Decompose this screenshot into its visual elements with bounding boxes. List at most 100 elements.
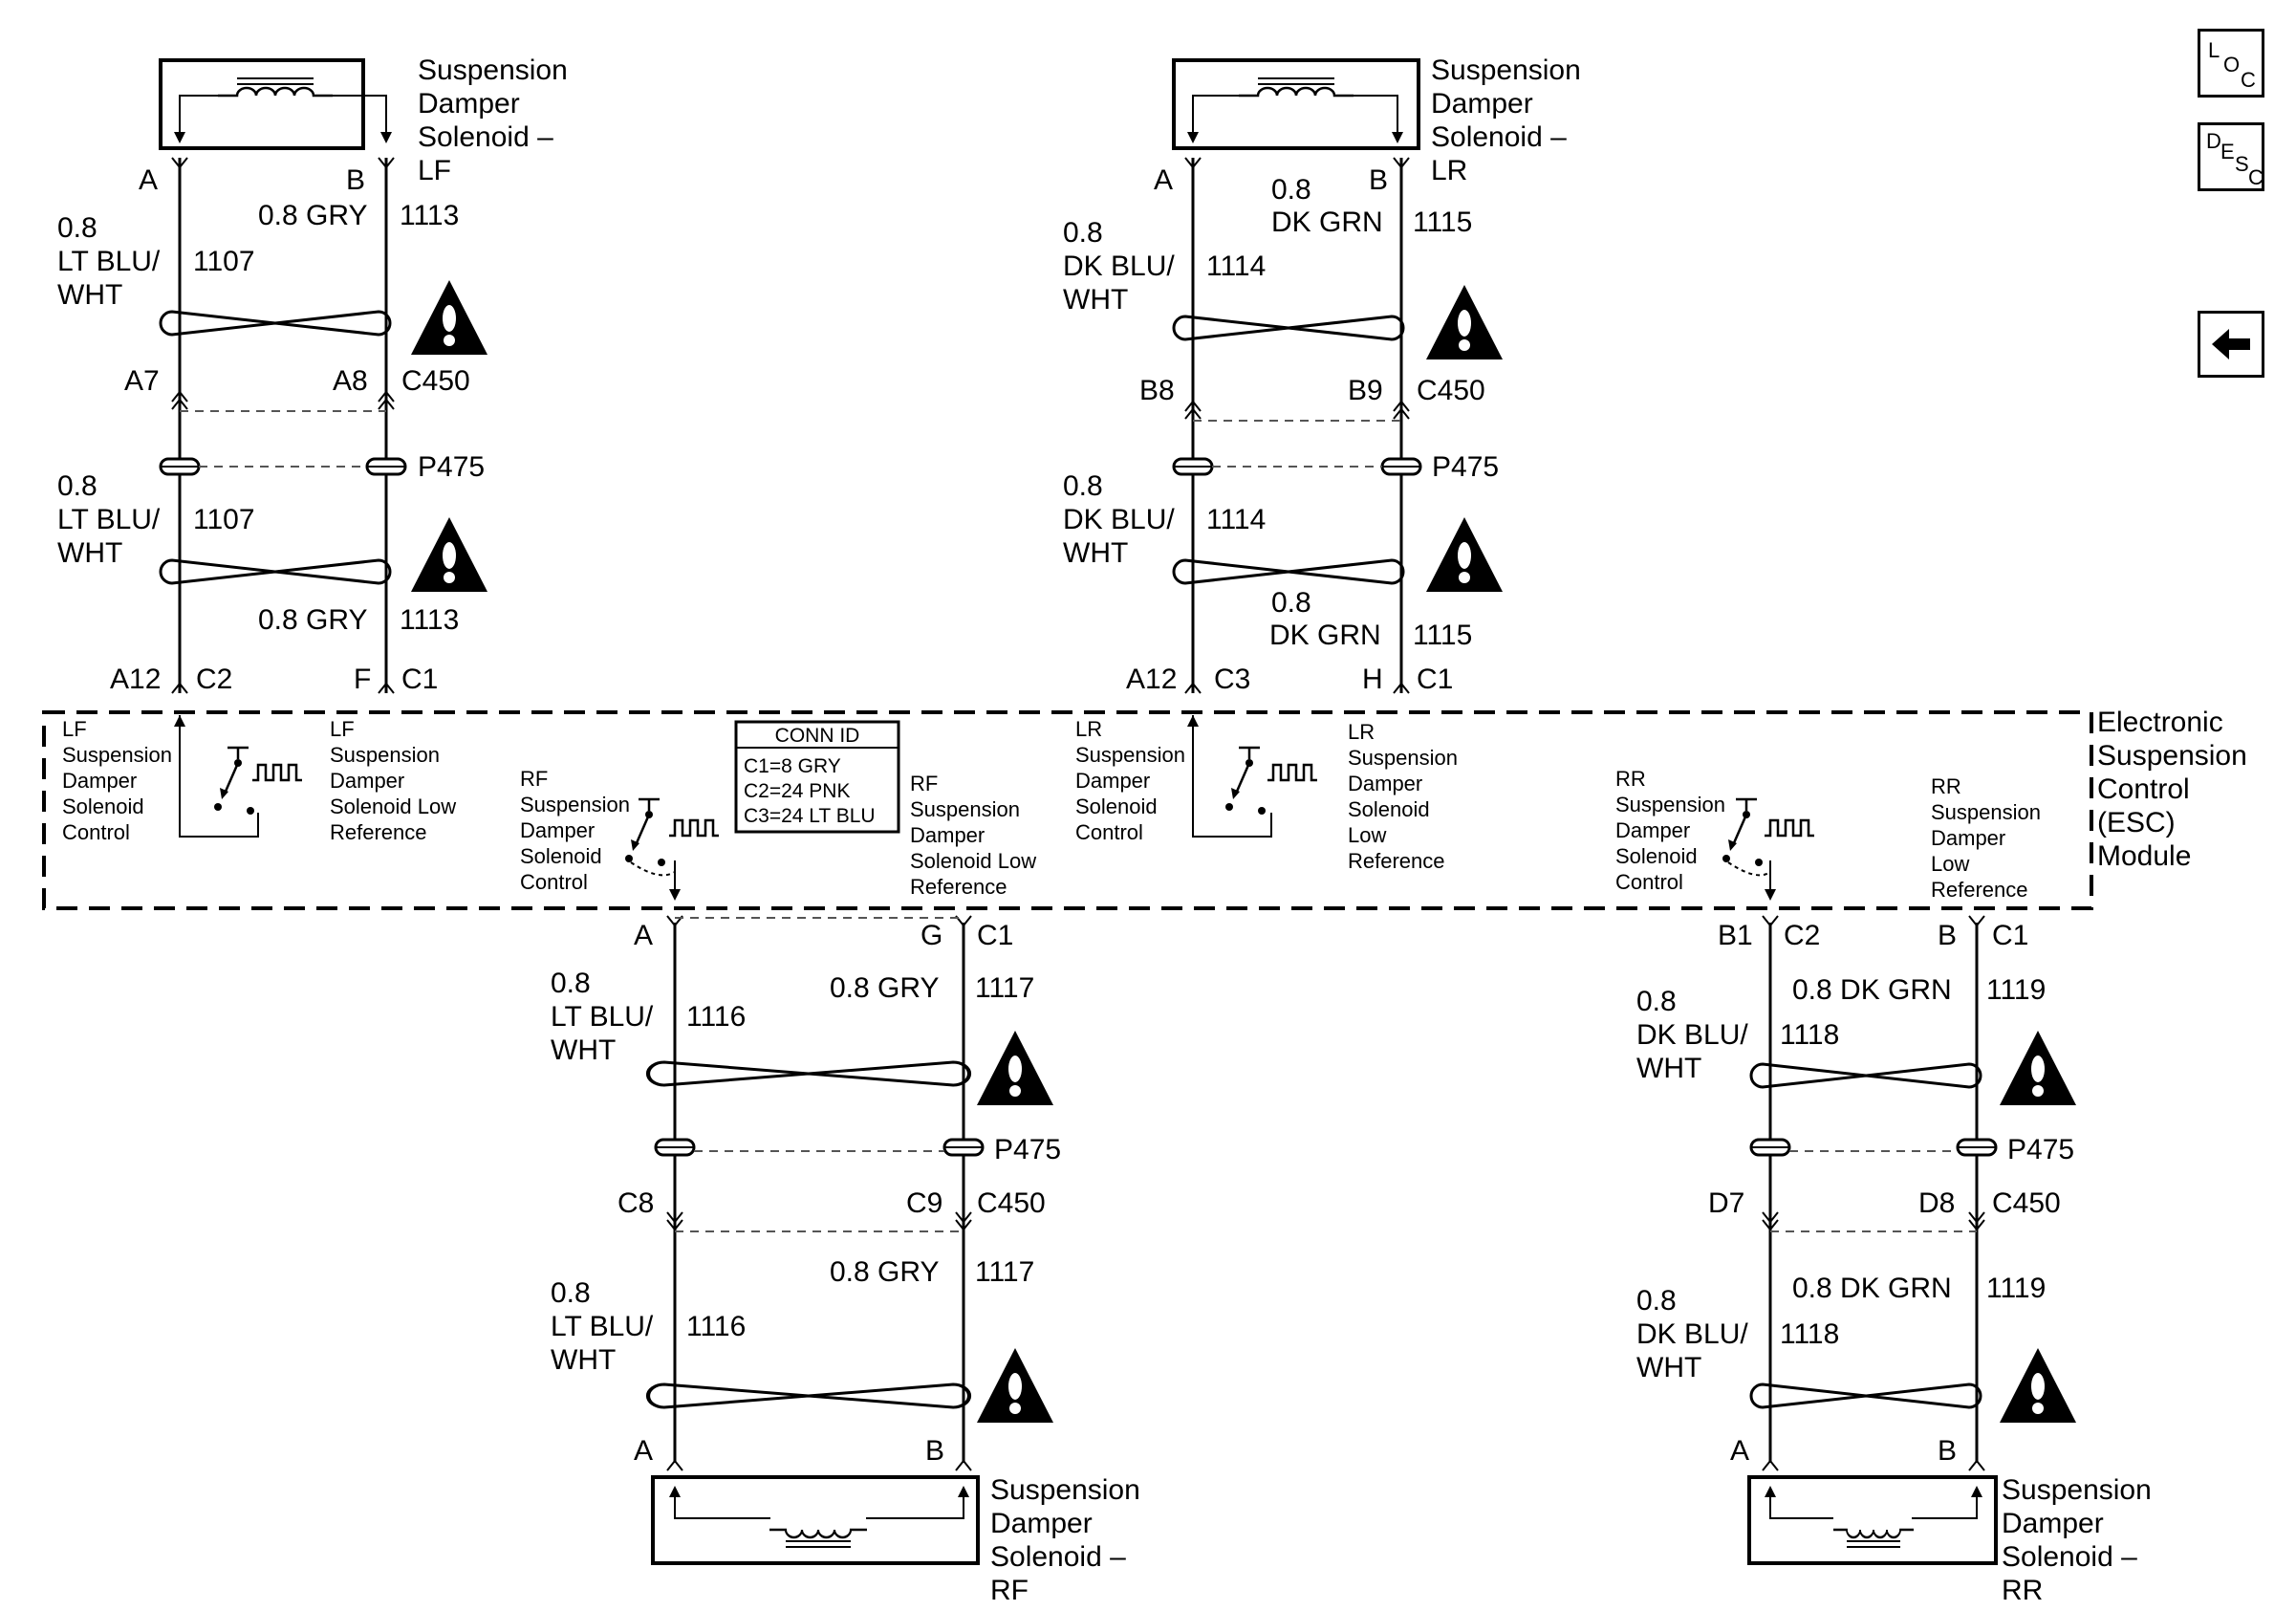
diagram-label: B <box>925 1435 944 1467</box>
diagram-label: 1116 <box>686 1001 746 1033</box>
lf-control-label: LF Suspension Damper Solenoid Control <box>62 717 178 844</box>
diagram-label: 0.8 <box>1063 470 1103 502</box>
diagram-label: Control <box>520 870 588 894</box>
diagram-label: Suspension <box>910 797 1020 821</box>
diagram-label: B1 <box>1718 920 1753 951</box>
diagram-label: Solenoid <box>1615 844 1698 868</box>
diagram-label: B9 <box>1348 375 1383 406</box>
diagram-label: C3 <box>1214 664 1250 695</box>
lf-circuit: Suspension Damper Solenoid – LF A B 0.8 … <box>57 54 568 695</box>
diagram-label: 1119 <box>1986 974 2046 1006</box>
diagram-label: DK BLU/ <box>1063 250 1175 282</box>
diagram-label: RR <box>1615 767 1646 791</box>
conn-id-box: CONN ID C1=8 GRY C2=24 PNK C3=24 LT BLU <box>734 720 900 834</box>
loc-button[interactable]: L O C <box>2198 29 2264 98</box>
diagram-label: 1118 <box>1780 1019 1839 1051</box>
diagram-label: LF <box>330 717 355 741</box>
diagram-label: 1113 <box>400 604 459 636</box>
pwm-pulse-icon <box>250 763 304 782</box>
loc-c: C <box>2241 68 2256 92</box>
diagram-label: Control <box>62 820 130 844</box>
diagram-label: DK GRN <box>1269 620 1381 651</box>
diagram-label: Suspension <box>1348 746 1458 770</box>
diagram-label: C450 <box>401 365 470 397</box>
diagram-label: G <box>921 920 942 951</box>
diagram-label: C450 <box>1992 1187 2061 1219</box>
loc-l: L <box>2208 38 2220 62</box>
diagram-label: 0.8 GRY <box>830 972 940 1004</box>
diagram-label: LR <box>1348 720 1375 744</box>
diagram-label: D7 <box>1708 1187 1744 1219</box>
diagram-label: B <box>1369 164 1388 196</box>
twisted-pair-icon <box>1749 1382 1982 1409</box>
diagram-label: A <box>1730 1435 1749 1467</box>
lf-solenoid-box <box>159 58 365 150</box>
back-button[interactable] <box>2198 311 2264 378</box>
warning-triangle-icon <box>1426 285 1503 359</box>
diagram-label: LT BLU/ <box>551 1311 654 1342</box>
diagram-label: Reference <box>910 875 1007 899</box>
diagram-label: B <box>1938 920 1957 951</box>
twisted-pair-icon <box>648 1062 969 1085</box>
desc-e: E <box>2220 140 2235 163</box>
diagram-label: A <box>1154 164 1173 196</box>
diagram-label: Control <box>2097 773 2190 805</box>
diagram-label: Solenoid – <box>1431 121 1567 153</box>
desc-button[interactable]: D E S C <box>2198 122 2264 191</box>
rf-low-label: RF Suspension Damper Solenoid Low Refere… <box>910 772 1042 899</box>
diagram-label: 1116 <box>686 1311 746 1342</box>
esc-module-outline <box>42 710 2093 910</box>
diagram-label: A <box>139 164 158 196</box>
diagram-label: WHT <box>1063 537 1128 569</box>
left-arrow-icon <box>2212 329 2250 359</box>
warning-triangle-icon <box>411 517 487 592</box>
diagram-label: RR <box>2002 1575 2043 1606</box>
diagram-label: Damper <box>520 818 595 842</box>
diagram-label: Suspension <box>2002 1474 2152 1506</box>
conn-id-c3: C3=24 LT BLU <box>744 805 876 827</box>
solenoid-coil-icon <box>768 1528 869 1549</box>
warning-triangle-icon <box>2000 1348 2076 1423</box>
diagram-label: Suspension <box>62 743 172 767</box>
diagram-label: Suspension <box>330 743 440 767</box>
lr-control-label: LR Suspension Damper Solenoid Control <box>1075 717 1191 844</box>
diagram-label: A12 <box>110 664 161 695</box>
diagram-label: Damper <box>1075 769 1150 793</box>
diagram-label: Damper <box>2002 1508 2104 1539</box>
diagram-label: Suspension <box>1931 800 2041 824</box>
module-label: Electronic Suspension Control (ESC) Modu… <box>2097 707 2255 872</box>
lr-solenoid-box <box>1172 58 1420 150</box>
twisted-pair-icon <box>648 1384 969 1407</box>
diagram-label: C2 <box>196 664 232 695</box>
diagram-label: RR <box>1931 774 1961 798</box>
solenoid-coil-icon <box>1237 76 1355 98</box>
diagram-label: A <box>634 1435 653 1467</box>
twisted-pair-icon <box>1172 558 1405 585</box>
diagram-label: P475 <box>1432 451 1499 483</box>
solenoid-coil-icon <box>1831 1528 1916 1549</box>
diagram-label: A <box>634 920 653 951</box>
diagram-label: Suspension <box>1431 54 1581 86</box>
diagram-label: Control <box>1075 820 1143 844</box>
warning-triangle-icon <box>1426 517 1503 592</box>
loc-o: O <box>2223 53 2241 76</box>
diagram-label: LR <box>1431 155 1467 186</box>
diagram-label: Damper <box>330 769 404 793</box>
diagram-label: D8 <box>1918 1187 1955 1219</box>
diagram-label: LT BLU/ <box>551 1001 654 1033</box>
diagram-label: B <box>1938 1435 1957 1467</box>
diagram-label: 0.8 <box>551 1277 591 1309</box>
diagram-label: WHT <box>1636 1053 1701 1084</box>
diagram-label: 1117 <box>975 972 1034 1004</box>
diagram-label: Electronic <box>2097 707 2223 738</box>
pwm-pulse-icon <box>667 818 721 838</box>
diagram-label: Suspension <box>1075 743 1185 767</box>
diagram-label: 1114 <box>1206 250 1266 282</box>
diagram-label: Suspension <box>520 793 630 816</box>
diagram-label: 0.8 <box>1271 174 1311 206</box>
diagram-label: 0.8 <box>551 968 591 999</box>
diagram-label: DK BLU/ <box>1063 504 1175 535</box>
diagram-label: Damper <box>1431 88 1533 120</box>
diagram-label: WHT <box>551 1034 616 1066</box>
